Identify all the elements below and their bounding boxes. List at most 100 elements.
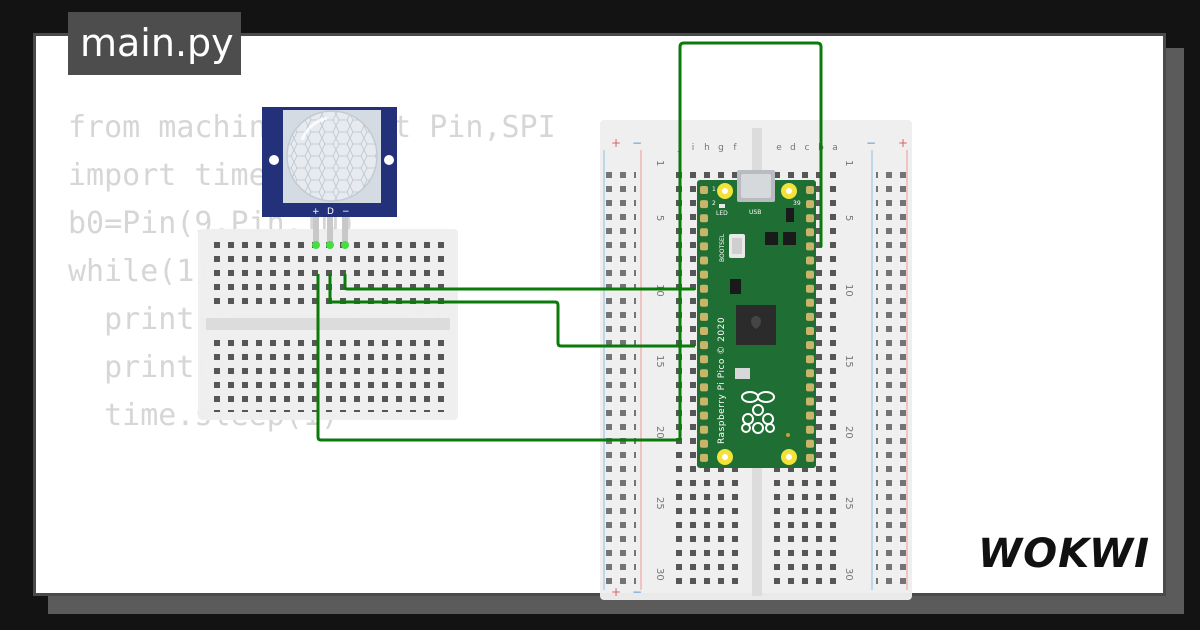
led-label: LED <box>716 210 728 217</box>
column-letter: a <box>832 143 838 153</box>
wire-gnd[interactable] <box>343 274 695 291</box>
mini-breadboard <box>198 229 458 420</box>
pico-pin-pad[interactable] <box>700 327 708 335</box>
chip <box>786 208 794 222</box>
usb-port-inner <box>741 174 771 198</box>
row-number: 5 <box>654 215 665 221</box>
pico-pin-pad[interactable] <box>806 298 814 307</box>
chip <box>783 232 796 245</box>
row-number: 25 <box>654 497 665 510</box>
pin-vcc[interactable] <box>312 241 320 249</box>
column-letter: i <box>692 143 695 153</box>
chip <box>765 232 778 245</box>
pin-label-data: D <box>327 207 334 217</box>
pin-gnd[interactable] <box>341 241 349 249</box>
pin-number: 2 <box>712 200 716 207</box>
mount-hole <box>384 155 394 165</box>
pico-pin-pad[interactable] <box>700 425 708 434</box>
pico-pin-pad[interactable] <box>700 242 708 251</box>
pico-pin-pad[interactable] <box>700 369 708 378</box>
bootsel-label: BOOTSEL <box>719 233 726 262</box>
row-number: 15 <box>654 355 665 368</box>
rail-plus-label: + <box>898 136 908 150</box>
led-indicator <box>719 204 725 208</box>
pico-pin-pad[interactable] <box>700 383 708 392</box>
pico-pin-pad[interactable] <box>700 453 708 462</box>
pico-pin-pad[interactable] <box>700 256 708 265</box>
pico-pin-pad[interactable] <box>806 453 814 462</box>
crystal <box>735 368 750 379</box>
pico-pin-pad[interactable] <box>806 312 814 321</box>
pin-label-plus: + <box>312 207 320 217</box>
pin-number: 1 <box>712 186 716 193</box>
row-number: 1 <box>654 160 665 166</box>
column-letter: e <box>776 143 782 153</box>
pico-pin-pad[interactable] <box>806 355 814 364</box>
pico-pin-pad[interactable] <box>700 411 708 420</box>
pico-pin-pad[interactable] <box>700 298 708 307</box>
rail-minus-label: − <box>866 136 876 150</box>
pin-number: 39 <box>793 200 801 207</box>
pico-pin-pad[interactable] <box>806 214 814 223</box>
row-number: 10 <box>843 284 854 297</box>
brand-logo-text: WOKWI <box>978 531 1150 577</box>
row-number: 20 <box>843 426 854 439</box>
pico-pin-pad[interactable] <box>700 284 708 293</box>
pico-pin-pad[interactable] <box>806 284 814 293</box>
usb-label: USB <box>749 209 761 216</box>
pico-pin-pad[interactable] <box>700 397 708 406</box>
rail-minus-label: − <box>632 136 642 150</box>
wires <box>316 41 823 442</box>
board-label: Raspberry Pi Pico © 2020 <box>717 317 727 444</box>
pico-pin-pad[interactable] <box>806 186 814 194</box>
row-number: 30 <box>654 568 665 581</box>
pico-pin-pad[interactable] <box>806 397 814 406</box>
pin-label-minus: − <box>342 207 350 217</box>
row-number: 5 <box>843 215 854 221</box>
column-letter: d <box>790 143 796 153</box>
pico-pin-pad[interactable] <box>806 327 814 335</box>
pico-pin-pad[interactable] <box>700 200 708 209</box>
pico-pin-pad[interactable] <box>806 228 814 237</box>
row-number: 25 <box>843 497 854 510</box>
rail-minus-label: − <box>632 585 642 599</box>
pico-pin-pad[interactable] <box>700 214 708 223</box>
file-tab[interactable]: main.py <box>68 12 241 75</box>
pico-pin-pad[interactable] <box>700 186 708 194</box>
wire-vcc[interactable] <box>316 41 823 442</box>
pico-pin-pad[interactable] <box>806 439 814 448</box>
chip <box>730 279 741 294</box>
pico-pin-pad[interactable] <box>806 383 814 392</box>
code-line: import time <box>68 158 267 193</box>
raspberry-pi-pico[interactable]: 1 2 39 LED USB BOOTSEL Raspberry Pi Pico… <box>697 170 816 468</box>
wire-data[interactable] <box>328 274 695 348</box>
pico-pin-pad[interactable] <box>806 242 814 251</box>
row-number: 20 <box>654 426 665 439</box>
pico-pin-pad[interactable] <box>700 355 708 364</box>
pico-pin-pad[interactable] <box>700 439 708 448</box>
pico-pin-pad[interactable] <box>700 341 708 350</box>
row-number: 15 <box>843 355 854 368</box>
pico-pin-pad[interactable] <box>806 341 814 350</box>
row-number: 30 <box>843 568 854 581</box>
column-letter: c <box>805 143 810 153</box>
mount-hole <box>269 155 279 165</box>
pir-motion-sensor[interactable]: + D − <box>262 107 397 249</box>
pico-pin-pad[interactable] <box>700 312 708 321</box>
raspberry-logo-icon <box>741 391 775 434</box>
pico-pin-pad[interactable] <box>700 228 708 237</box>
row-number: 1 <box>843 160 854 166</box>
pico-pin-pad[interactable] <box>806 425 814 434</box>
rail-plus-label: + <box>611 585 621 599</box>
pico-pin-pad[interactable] <box>806 270 814 279</box>
wokwi-logo: WOKWI <box>978 531 1150 577</box>
pico-pin-pad[interactable] <box>806 256 814 265</box>
column-letter: h <box>704 143 710 153</box>
pin-data[interactable] <box>326 241 334 249</box>
rail-plus-label: + <box>611 136 621 150</box>
pico-pin-pad[interactable] <box>700 270 708 279</box>
pico-pin-pad[interactable] <box>806 411 814 420</box>
pico-pin-pad[interactable] <box>806 200 814 209</box>
pico-pin-pad[interactable] <box>806 369 814 378</box>
